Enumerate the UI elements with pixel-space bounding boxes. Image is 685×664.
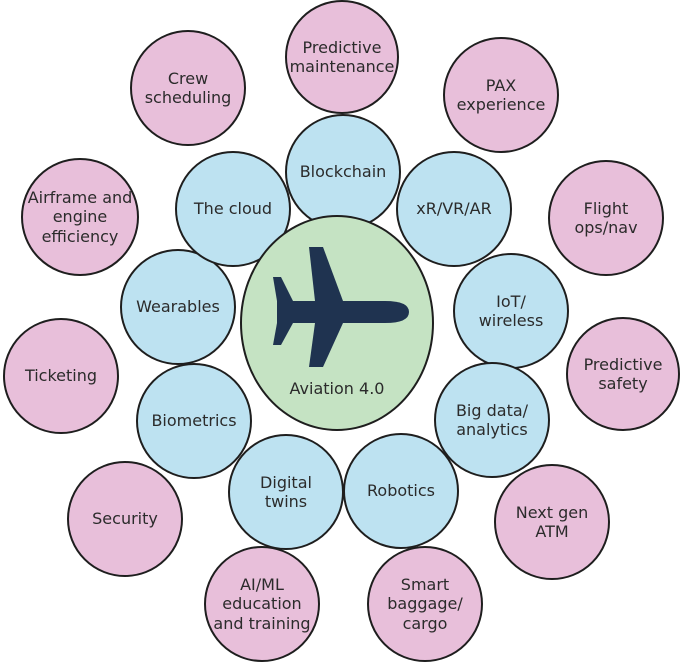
node-aiml-education-training: AI/ML education and training bbox=[204, 546, 320, 662]
node-crew-scheduling: Crew scheduling bbox=[130, 30, 246, 146]
node-blockchain: Blockchain bbox=[285, 114, 401, 230]
node-predictive-maintenance: Predictive maintenance bbox=[285, 0, 399, 114]
node-predictive-safety: Predictive safety bbox=[566, 317, 680, 431]
node-xr-vr-ar: xR/VR/AR bbox=[396, 151, 512, 267]
node-airframe-engine-efficiency: Airframe and engine efficiency bbox=[21, 158, 139, 276]
center-label: Aviation 4.0 bbox=[289, 379, 385, 398]
node-biometrics: Biometrics bbox=[136, 363, 252, 479]
node-flight-ops-nav: Flight ops/nav bbox=[548, 160, 664, 276]
node-pax-experience: PAX experience bbox=[443, 37, 559, 153]
node-digital-twins: Digital twins bbox=[228, 434, 344, 550]
node-wearables: Wearables bbox=[120, 249, 236, 365]
node-smart-baggage-cargo: Smart baggage/ cargo bbox=[367, 546, 483, 662]
node-security: Security bbox=[67, 461, 183, 577]
node-big-data-analytics: Big data/ analytics bbox=[434, 362, 550, 478]
airplane-icon bbox=[273, 247, 409, 367]
node-iot-wireless: IoT/ wireless bbox=[453, 253, 569, 369]
node-ticketing: Ticketing bbox=[3, 318, 119, 434]
node-robotics: Robotics bbox=[343, 433, 459, 549]
node-next-gen-atm: Next gen ATM bbox=[494, 464, 610, 580]
node-aviation-4-0: Aviation 4.0 bbox=[240, 215, 434, 431]
